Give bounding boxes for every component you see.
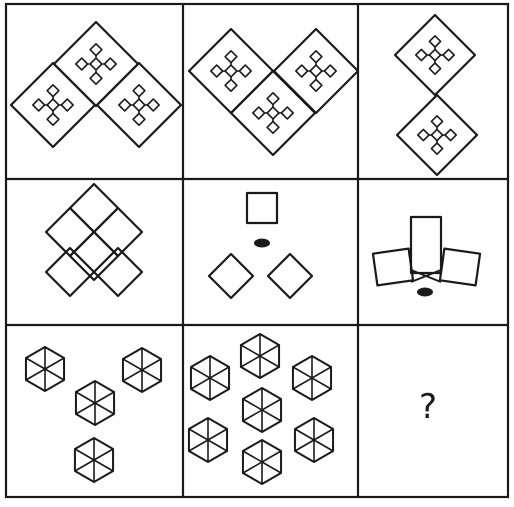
cell-3-2-hexagon-icon: [243, 388, 281, 432]
pattern-diamond-icon: [133, 113, 145, 125]
cell-3-2-hexagon-icon: [295, 418, 333, 462]
pattern-diamond-icon: [147, 99, 159, 111]
pattern-diamond-icon: [416, 49, 427, 60]
pattern-diamond-icon: [119, 99, 131, 111]
cell-3-2-hexagon-icon: [191, 356, 229, 400]
pattern-diamond-icon: [47, 113, 59, 125]
cell-1-1-diamond-top-icon: [54, 22, 138, 106]
pattern-diamond-icon: [431, 129, 442, 140]
pattern-diamond-icon: [76, 58, 88, 70]
cell-1-2-diamond-bottom-icon: [231, 71, 315, 155]
pattern-diamond-icon: [225, 51, 237, 63]
pattern-diamond-icon: [47, 99, 59, 111]
pattern-diamond-icon: [133, 85, 145, 97]
cell-3-2-hexagon-icon: [189, 418, 227, 462]
cell-1-2-diamond-left-icon: [189, 29, 273, 113]
pattern-diamond-icon: [281, 107, 293, 119]
pattern-diamond-icon: [225, 65, 237, 77]
cell-2-1-square-top-icon: [70, 184, 118, 232]
pattern-diamond-icon: [33, 99, 45, 111]
pattern-diamond-icon: [310, 79, 322, 91]
pattern-diamond-icon: [445, 129, 456, 140]
pattern-diamond-icon: [429, 49, 440, 60]
cell-1-3-diamond-bottom-icon: [397, 95, 477, 175]
pattern-diamond-icon: [104, 58, 116, 70]
cell-3-2-hexagon-icon: [293, 356, 331, 400]
cell-3-2-hexagon-icon: [243, 440, 281, 484]
pattern-diamond-icon: [296, 65, 308, 77]
cell-3-1-hexagon-icon: [26, 347, 64, 391]
cell-2-2-dot-icon: [254, 239, 270, 248]
pattern-diamond-icon: [90, 44, 102, 56]
pattern-diamond-icon: [443, 49, 454, 60]
pattern-diamond-icon: [133, 99, 145, 111]
pattern-diamond-icon: [431, 143, 442, 154]
cell-2-3-dot-icon: [417, 288, 433, 297]
rectangle-outline: [440, 249, 480, 286]
pattern-diamond-icon: [61, 99, 73, 111]
cell-3-1-hexagon-icon: [76, 381, 114, 425]
cell-3-1-hexagon-icon: [123, 348, 161, 392]
cell-1-1-diamond-right-icon: [97, 63, 181, 147]
pattern-diamond-icon: [253, 107, 265, 119]
cell-2-3-rect-center-icon: [411, 217, 441, 273]
pattern-diamond-icon: [267, 121, 279, 133]
pattern-diamond-icon: [310, 65, 322, 77]
cell-2-3-rect-left-icon: [373, 249, 413, 286]
cell-3-2-hexagon-icon: [241, 334, 279, 378]
pattern-diamond-icon: [267, 107, 279, 119]
pattern-diamond-icon: [310, 51, 322, 63]
pattern-diamond-icon: [429, 63, 440, 74]
pattern-diamond-icon: [324, 65, 336, 77]
cell-3-1-hexagon-icon: [75, 438, 113, 482]
cell-1-2-diamond-right-icon: [274, 29, 358, 113]
pattern-diamond-icon: [418, 129, 429, 140]
pattern-diamond-icon: [47, 85, 59, 97]
cell-2-2-square-icon: [247, 193, 277, 223]
missing-cell-question-mark: ?: [398, 382, 458, 432]
pattern-diamond-icon: [225, 79, 237, 91]
cell-2-3-rect-right-icon: [440, 249, 480, 286]
pattern-diamond-icon: [431, 116, 442, 127]
cell-1-3-diamond-top-icon: [395, 15, 475, 95]
pattern-diamond-icon: [239, 65, 251, 77]
cell-2-2-diamond-right-icon: [268, 254, 312, 298]
pattern-diamond-icon: [90, 58, 102, 70]
pattern-diamond-icon: [267, 93, 279, 105]
pattern-diamond-icon: [90, 72, 102, 84]
cell-1-1-diamond-left-icon: [11, 63, 95, 147]
rectangle-outline: [373, 249, 413, 286]
rectangle-outline: [411, 217, 441, 273]
pattern-diamond-icon: [211, 65, 223, 77]
cell-2-2-diamond-left-icon: [209, 254, 253, 298]
pattern-diamond-icon: [429, 36, 440, 47]
